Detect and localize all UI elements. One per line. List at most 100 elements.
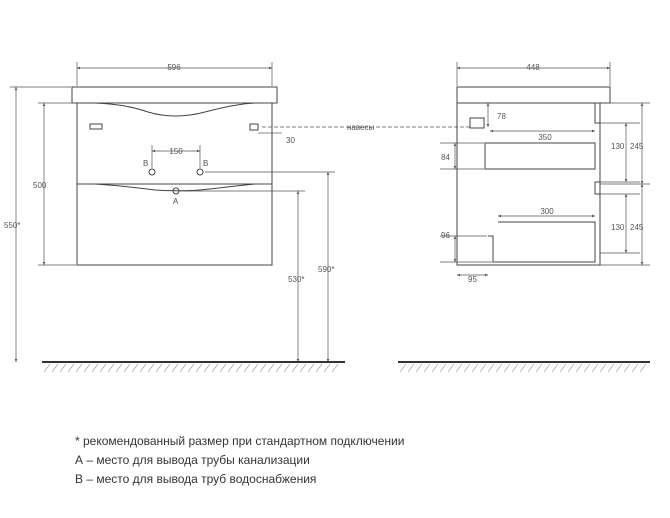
side-fastener bbox=[469, 117, 485, 129]
side-lower-drawer bbox=[488, 221, 596, 263]
floor-hatch-mark bbox=[163, 363, 171, 373]
floor-hatch-mark bbox=[331, 363, 339, 373]
floor-hatch-mark bbox=[639, 363, 647, 373]
label-96: 96 bbox=[441, 231, 450, 240]
floor-hatch-mark bbox=[447, 363, 455, 373]
floor-hatch-mark bbox=[275, 363, 283, 373]
floor-hatch-mark bbox=[415, 363, 423, 373]
floor-hatch-mark bbox=[99, 363, 107, 373]
label-130-bottom: 130 bbox=[611, 223, 625, 232]
side-labels: 448 78 350 84 300 96 95 130 245 130 245 bbox=[441, 63, 644, 284]
note-mark-a: А – место для вывода трубы канализации bbox=[75, 453, 310, 467]
floor-hatch-mark bbox=[543, 363, 551, 373]
label-mark-b-right: B bbox=[203, 159, 208, 168]
floor-hatch-mark bbox=[407, 363, 415, 373]
label-offset-30: 30 bbox=[286, 136, 295, 145]
floor-hatch-mark bbox=[235, 363, 243, 373]
floor-hatch-mark bbox=[551, 363, 559, 373]
floor-hatch-mark bbox=[399, 363, 407, 373]
floor-hatch-mark bbox=[227, 363, 235, 373]
note-mark-b: В – место для вывода труб водоснабжения bbox=[75, 472, 317, 486]
floor-hatch-mark bbox=[599, 363, 607, 373]
floor-hatch-mark bbox=[299, 363, 307, 373]
floor-hatch-mark bbox=[503, 363, 511, 373]
floor-hatch-mark bbox=[323, 363, 331, 373]
label-mark-a: A bbox=[173, 197, 179, 206]
label-300: 300 bbox=[540, 207, 554, 216]
floor-hatch-mark bbox=[511, 363, 519, 373]
floor-hatch-mark bbox=[219, 363, 227, 373]
floor-hatch-mark bbox=[519, 363, 527, 373]
floor-hatch-mark bbox=[147, 363, 155, 373]
label-body-height: 500 bbox=[33, 181, 47, 190]
floor-hatch-mark bbox=[623, 363, 631, 373]
side-view bbox=[456, 86, 611, 266]
floor-hatch-mark bbox=[91, 363, 99, 373]
front-labels: 596 550* 500 150 B B A 30 навесы 530* 59… bbox=[4, 63, 374, 284]
floor-hatch-mark bbox=[251, 363, 259, 373]
floor-hatch-mark bbox=[75, 363, 83, 373]
floor-hatch-mark bbox=[315, 363, 323, 373]
side-upper-bracket bbox=[594, 102, 601, 124]
front-dimensions bbox=[10, 62, 470, 362]
floor-hatch-mark bbox=[155, 363, 163, 373]
floor-hatch-mark bbox=[615, 363, 623, 373]
floor-hatch-mark bbox=[487, 363, 495, 373]
floor-hatch-mark bbox=[59, 363, 67, 373]
floor-hatch-mark bbox=[123, 363, 131, 373]
label-350: 350 bbox=[538, 133, 552, 142]
side-cabinet-body bbox=[456, 102, 601, 266]
pipe-outlet-b-right bbox=[196, 168, 204, 176]
label-mark-b-left: B bbox=[143, 159, 148, 168]
floor-hatch-mark bbox=[83, 363, 91, 373]
front-countertop bbox=[71, 86, 278, 104]
floor-hatch-mark bbox=[439, 363, 447, 373]
floor-hatch-mark bbox=[307, 363, 315, 373]
side-dimensions bbox=[440, 62, 650, 277]
floor-hatch-mark bbox=[527, 363, 535, 373]
label-drain-height: 530* bbox=[288, 275, 304, 284]
floor-hatch-mark bbox=[471, 363, 479, 373]
label-95: 95 bbox=[468, 275, 477, 284]
floor-hatch-mark bbox=[479, 363, 487, 373]
front-view bbox=[71, 86, 278, 266]
floor-hatch-mark bbox=[423, 363, 431, 373]
label-top-height: 590* bbox=[318, 265, 334, 274]
label-total-height: 550* bbox=[4, 221, 20, 230]
floor-hatch-mark bbox=[195, 363, 203, 373]
floor-front bbox=[42, 361, 345, 373]
label-245-top: 245 bbox=[630, 142, 644, 151]
floor-hatch-mark bbox=[591, 363, 599, 373]
floor-hatch-mark bbox=[107, 363, 115, 373]
floor-hatch-mark bbox=[607, 363, 615, 373]
label-side-depth: 448 bbox=[526, 63, 540, 72]
floor-hatch-mark bbox=[583, 363, 591, 373]
side-upper-drawer bbox=[484, 142, 596, 170]
label-pipe-spacing: 150 bbox=[169, 147, 183, 156]
side-middle-bracket bbox=[594, 181, 601, 195]
floor-hatch-mark bbox=[51, 363, 59, 373]
floor-hatch-mark bbox=[463, 363, 471, 373]
side-countertop bbox=[456, 86, 611, 104]
floor-hatch-mark bbox=[211, 363, 219, 373]
floor-hatch-mark bbox=[243, 363, 251, 373]
label-84: 84 bbox=[441, 153, 450, 162]
label-fasteners: навесы bbox=[347, 123, 374, 132]
notes-block: * рекомендованный размер при стандартном… bbox=[75, 432, 404, 489]
label-130-top: 130 bbox=[611, 142, 625, 151]
front-handle-left bbox=[89, 123, 103, 130]
floor-hatch-mark bbox=[559, 363, 567, 373]
floor-side bbox=[398, 361, 650, 373]
floor-hatch-mark bbox=[431, 363, 439, 373]
label-78: 78 bbox=[497, 112, 506, 121]
floor-hatch-mark bbox=[187, 363, 195, 373]
floor-hatch-mark bbox=[139, 363, 147, 373]
note-recommended: * рекомендованный размер при стандартном… bbox=[75, 434, 405, 448]
floor-hatch-mark bbox=[267, 363, 275, 373]
floor-hatch-mark bbox=[631, 363, 639, 373]
floor-hatch-mark bbox=[171, 363, 179, 373]
floor-hatch-mark bbox=[43, 363, 51, 373]
front-basin-curve bbox=[94, 102, 256, 117]
floor-hatch-mark bbox=[455, 363, 463, 373]
